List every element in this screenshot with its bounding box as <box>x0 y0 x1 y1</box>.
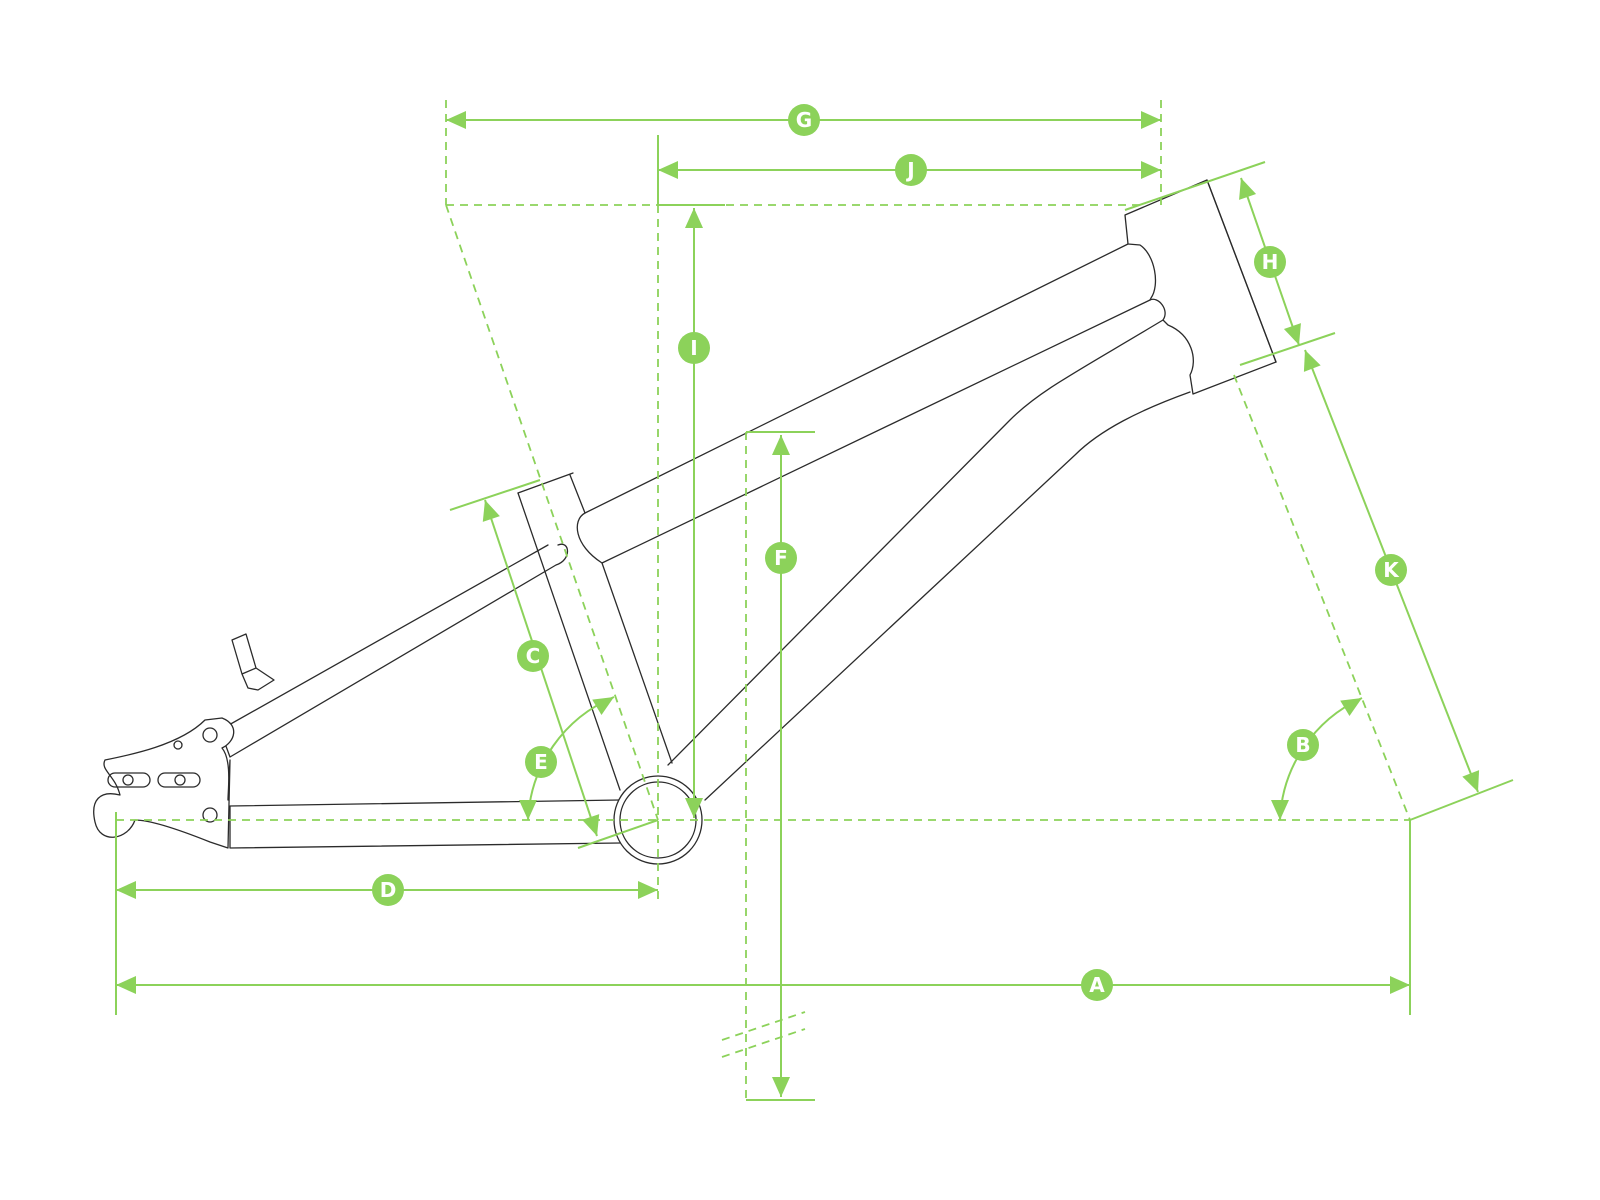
badge-d: D <box>372 874 404 906</box>
arrowhead-i-bottom <box>685 798 703 818</box>
break-mark-2 <box>721 1028 806 1058</box>
badge-e-circle <box>525 746 557 778</box>
seat-tube <box>517 474 673 791</box>
badge-d-circle <box>372 874 404 906</box>
dropout-slot-2 <box>157 772 201 788</box>
badge-d-label: D <box>380 878 397 902</box>
dropout-hole-1 <box>202 727 218 743</box>
arrowhead-i-top <box>685 208 703 228</box>
arrowheads <box>116 111 1480 1097</box>
badge-k-circle <box>1375 554 1407 586</box>
badge-i-circle <box>678 332 710 364</box>
arrowhead-g-left <box>446 111 466 129</box>
dropout-hole-3 <box>202 807 218 823</box>
arrowhead-b-bottom <box>1271 800 1289 820</box>
badge-i: I <box>678 332 710 364</box>
arrowhead-g-right <box>1141 111 1161 129</box>
seat-axis-dash <box>445 204 659 821</box>
arc-e <box>527 696 615 821</box>
badge-c: C <box>517 640 549 672</box>
arrowhead-d-left <box>116 881 136 899</box>
arrowhead-c-bottom <box>582 814 600 836</box>
badge-f-label: F <box>774 546 788 570</box>
arrowhead-a-left <box>116 976 136 994</box>
badge-f-circle <box>765 542 797 574</box>
badge-j-label: J <box>905 158 914 182</box>
arrowhead-h-bottom <box>1283 323 1301 345</box>
arrowhead-d-right <box>638 881 658 899</box>
rear-dropout <box>93 717 235 849</box>
seat-collar <box>517 472 574 494</box>
badge-i-label: I <box>690 336 697 360</box>
arc-b <box>1279 697 1363 821</box>
arrowhead-c-top <box>482 500 500 522</box>
h-bottom-extension <box>1239 332 1336 366</box>
head-tube-edge <box>1206 179 1277 363</box>
badge-g-label: G <box>796 108 812 132</box>
badge-k: K <box>1375 554 1407 586</box>
c-bottom-extension <box>577 819 659 849</box>
seat-stay <box>219 543 569 758</box>
badge-b: B <box>1287 729 1319 761</box>
dropout-slot-1 <box>107 772 151 788</box>
badge-h-label: H <box>1262 250 1279 274</box>
badge-a-label: A <box>1089 973 1105 997</box>
arrowhead-a-right <box>1390 976 1410 994</box>
badge-g-circle <box>788 104 820 136</box>
badge-h-circle <box>1254 246 1286 278</box>
arrowhead-k-bottom <box>1462 770 1480 792</box>
badge-j-circle <box>895 154 927 186</box>
badge-h: H <box>1254 246 1286 278</box>
down-tube <box>667 319 1191 801</box>
h-top-extension <box>1124 161 1266 211</box>
geometry-dimensions: G J I F C E D A H K B <box>115 100 1514 1101</box>
steer-axis-dash <box>1233 374 1411 821</box>
chain-stay <box>229 799 621 849</box>
badge-c-label: C <box>526 644 541 668</box>
arrowhead-f-bottom <box>772 1077 790 1097</box>
badge-k-label: K <box>1383 558 1400 582</box>
badge-f: F <box>765 542 797 574</box>
arrowhead-e-top <box>592 697 614 716</box>
bike-frame <box>93 179 1277 865</box>
badge-g: G <box>788 104 820 136</box>
break-mark-1 <box>721 1011 806 1041</box>
badge-e: E <box>525 746 557 778</box>
arrowhead-b-top <box>1340 698 1362 717</box>
k-bottom-extension <box>1409 779 1514 821</box>
badge-a-circle <box>1081 969 1113 1001</box>
top-tube <box>584 243 1151 564</box>
arrowhead-f-top <box>772 435 790 455</box>
badge-b-label: B <box>1295 733 1310 757</box>
badge-j: J <box>895 154 927 186</box>
head-tube <box>1124 179 1277 395</box>
arrowhead-j-left <box>658 161 678 179</box>
dropout-bolt-2 <box>174 774 186 786</box>
arrowhead-e-bottom <box>519 800 537 820</box>
arrowhead-h-top <box>1239 178 1257 200</box>
badge-a: A <box>1081 969 1113 1001</box>
arrowhead-k-top <box>1303 350 1321 372</box>
arrowhead-j-right <box>1141 161 1161 179</box>
c-top-extension <box>449 479 541 511</box>
dropout-bolt-1 <box>122 774 134 786</box>
badge-b-circle <box>1287 729 1319 761</box>
brake-post <box>231 633 275 691</box>
badge-c-circle <box>517 640 549 672</box>
dropout-hole-2 <box>173 740 183 750</box>
badge-e-label: E <box>534 750 548 774</box>
